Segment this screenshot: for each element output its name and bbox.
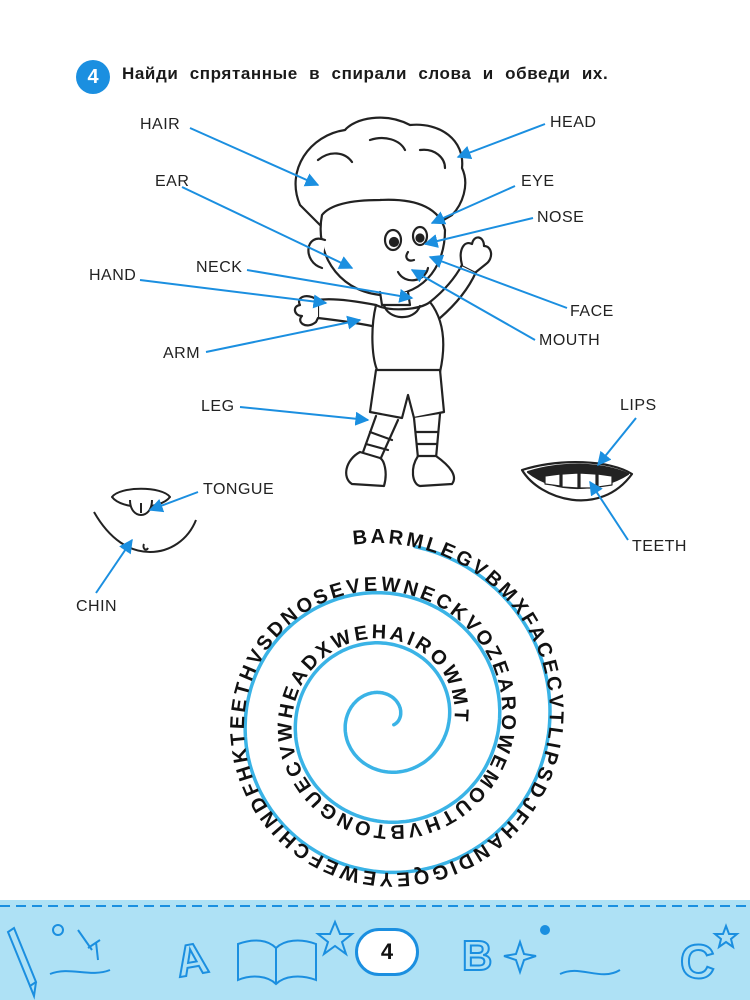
label-lips: LIPS (620, 397, 657, 414)
label-head: HEAD (550, 114, 597, 131)
label-tongue: TONGUE (203, 481, 275, 498)
label-hair: HAIR (140, 116, 181, 133)
small-star-icon (712, 923, 740, 950)
label-arm: ARM (163, 345, 201, 362)
page-number: 4 (355, 928, 419, 976)
math-doodle-icon (49, 924, 111, 975)
spiral-letters: BARMLEGVBMXFACECVTLIPSDJFHANDIGQEYEWEFCH… (227, 526, 567, 890)
footer-letter-c: C (680, 936, 715, 989)
label-hand: HAND (89, 267, 137, 284)
label-ear: EAR (155, 173, 190, 190)
label-face: FACE (570, 303, 614, 320)
boy-illustration (293, 116, 493, 488)
label-leg: LEG (201, 398, 235, 415)
label-teeth: TEETH (632, 538, 687, 555)
pencil-icon (6, 926, 38, 1000)
teeth-illustration (520, 461, 634, 502)
task-title: Найди спрятанные в спирали слова и обвед… (122, 64, 609, 83)
label-mouth: MOUTH (539, 332, 601, 349)
label-neck: NECK (196, 259, 243, 276)
worksheet-illustration: BARMLEGVBMXFACECVTLIPSDJFHANDIGQEYEWEFCH… (93, 116, 637, 890)
label-eye: EYE (521, 173, 555, 190)
spiral-line (243, 544, 552, 875)
label-nose: NOSE (537, 209, 585, 226)
book-icon (237, 939, 317, 986)
footer-letter-a: A (172, 933, 212, 987)
star-icon (315, 919, 355, 957)
sparkle-icon (503, 925, 621, 976)
footer-letter-b: B (462, 932, 492, 979)
label-chin: CHIN (76, 598, 118, 615)
task-number-badge: 4 (76, 60, 110, 94)
label-arrows (95, 123, 637, 594)
footer-decorations: A B C (0, 905, 750, 1000)
